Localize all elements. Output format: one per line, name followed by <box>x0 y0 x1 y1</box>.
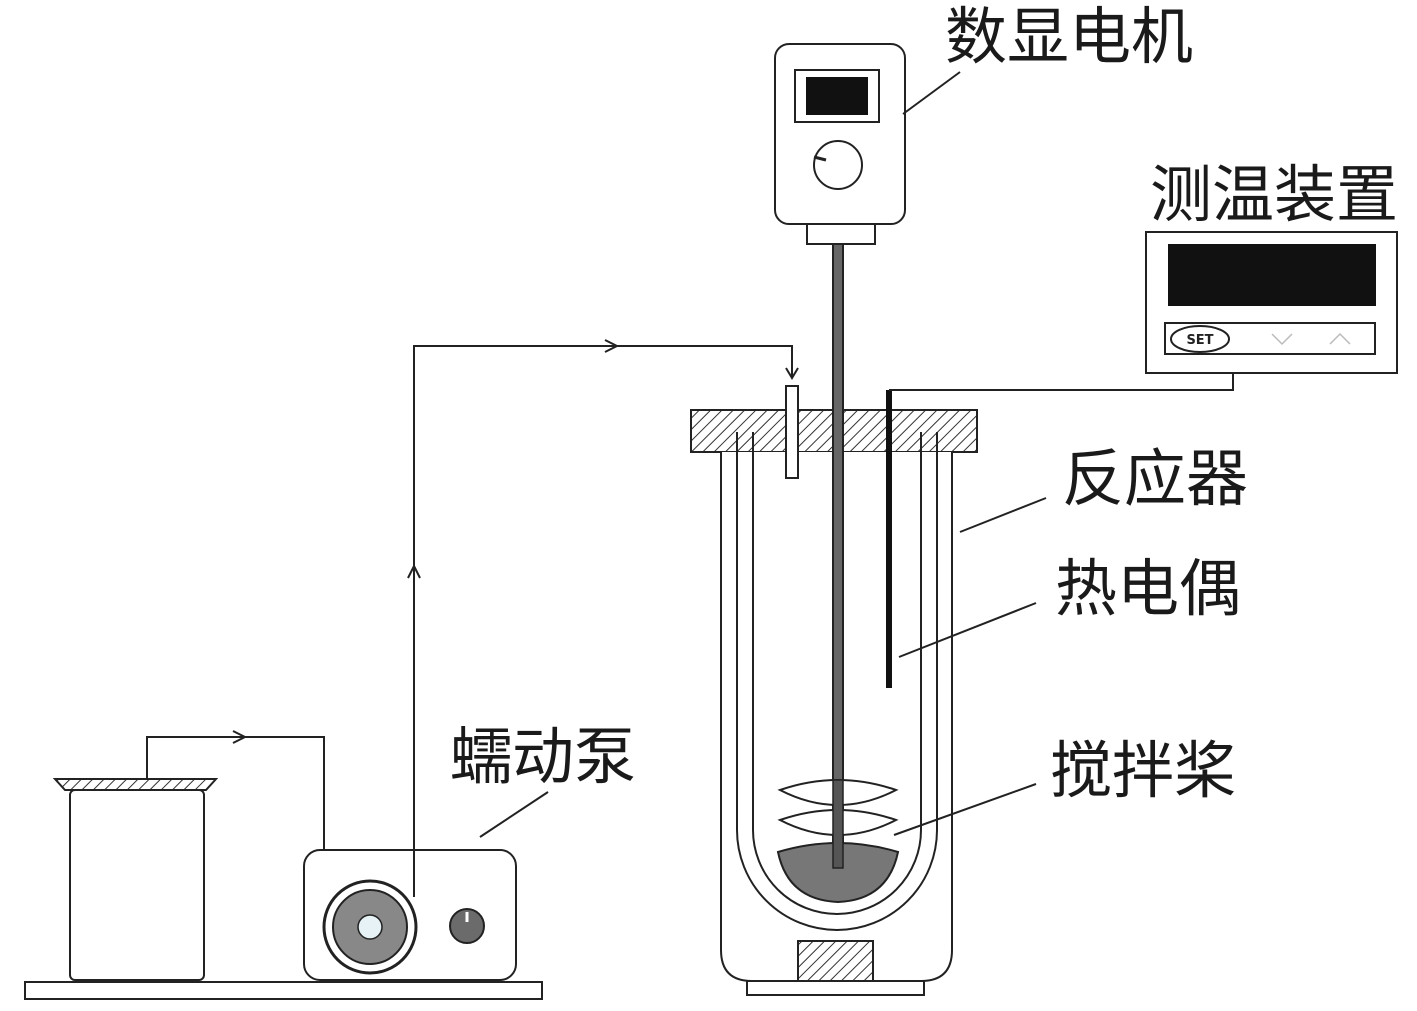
digital-motor <box>774 43 906 245</box>
label-reactor: 反应器 <box>1062 442 1248 515</box>
motor-display <box>806 77 868 115</box>
label-digital-motor: 数显电机 <box>945 0 1193 73</box>
down-arrow-icon[interactable] <box>1271 333 1293 346</box>
feed-tube <box>146 730 325 897</box>
set-button[interactable] <box>1170 325 1230 353</box>
delivery-tube <box>407 339 799 897</box>
stirring-shaft <box>832 243 844 869</box>
motor-dial <box>813 140 863 190</box>
set-button-label: SET <box>1186 333 1213 348</box>
peristaltic-pump <box>303 849 517 981</box>
base-plate <box>24 981 543 1000</box>
meter-display <box>1168 244 1376 306</box>
label-stirrer: 搅拌桨 <box>1050 734 1236 807</box>
up-arrow-icon[interactable] <box>1329 332 1351 345</box>
inlet-tube <box>785 385 799 479</box>
beaker <box>52 778 219 981</box>
label-thermometer: 测温装置 <box>1150 158 1398 231</box>
pump-knob <box>449 908 485 944</box>
stirring-paddles <box>776 779 900 904</box>
label-peristaltic-pump: 蠕动泵 <box>450 720 636 793</box>
temperature-meter: SET <box>1145 231 1398 374</box>
leader-lines <box>479 71 1047 838</box>
label-thermocouple: 热电偶 <box>1055 552 1241 625</box>
thermocouple <box>886 373 1234 688</box>
